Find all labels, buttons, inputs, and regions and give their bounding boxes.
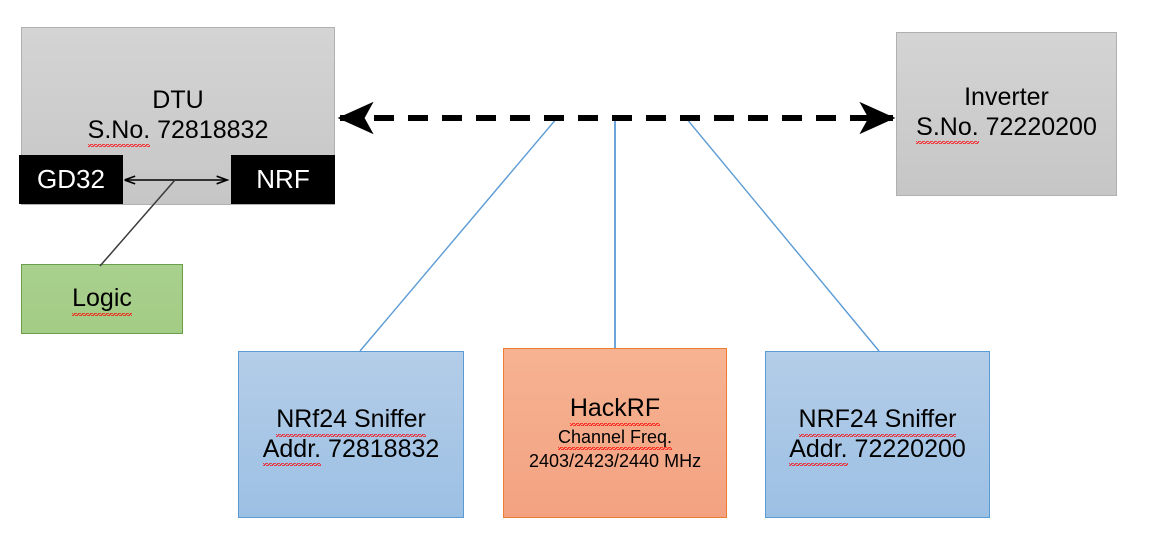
gd32-chip[interactable]: GD32 (19, 155, 123, 204)
sniffer-right-addr-value: 72220200 (854, 434, 966, 463)
dtu-serial: S.No. 72818832 (87, 115, 269, 147)
dtu-serial-label: S.No. (87, 115, 151, 147)
gd32-label: GD32 (37, 164, 105, 195)
sniffer-right-tap-line (685, 117, 880, 352)
sniffer-left-title: NRf24 Sniffer (276, 405, 426, 436)
hackrf-channel-value: 2403/2423/2440 MHz (528, 450, 702, 471)
sniffer-right-addr: Addr. 72220200 (789, 434, 966, 466)
inverter-serial-value: 72220200 (985, 112, 1097, 141)
hackrf-title: HackRF (569, 394, 661, 425)
sniffer-right-title: NRF24 Sniffer (798, 405, 957, 436)
inverter-serial: S.No. 72220200 (916, 112, 1097, 144)
nrf-chip[interactable]: NRF (231, 155, 335, 204)
logic-label: Logic (72, 284, 132, 316)
logic-analyzer-node[interactable]: Logic (21, 264, 183, 334)
dtu-title: DTU (152, 86, 204, 114)
nrf-label: NRF (256, 164, 310, 195)
hackrf-channel-label: Channel Freq. (557, 426, 673, 451)
inverter-serial-label: S.No. (916, 112, 979, 144)
sniffer-left-tap-line (359, 117, 558, 352)
hackrf-node[interactable]: HackRF Channel Freq. 2403/2423/2440 MHz (503, 348, 727, 518)
sniffer-right-node[interactable]: NRF24 Sniffer Addr. 72220200 (765, 351, 990, 518)
sniffer-right-addr-label: Addr. (789, 434, 848, 466)
sniffer-left-addr: Addr. 72818832 (262, 434, 440, 466)
inverter-title: Inverter (964, 83, 1049, 111)
sniffer-left-addr-value: 72818832 (328, 434, 440, 463)
dtu-serial-value: 72818832 (157, 115, 269, 144)
sniffer-left-node[interactable]: NRf24 Sniffer Addr. 72818832 (238, 351, 464, 518)
sniffer-left-addr-label: Addr. (262, 434, 322, 466)
inverter-node[interactable]: Inverter S.No. 72220200 (896, 32, 1117, 196)
